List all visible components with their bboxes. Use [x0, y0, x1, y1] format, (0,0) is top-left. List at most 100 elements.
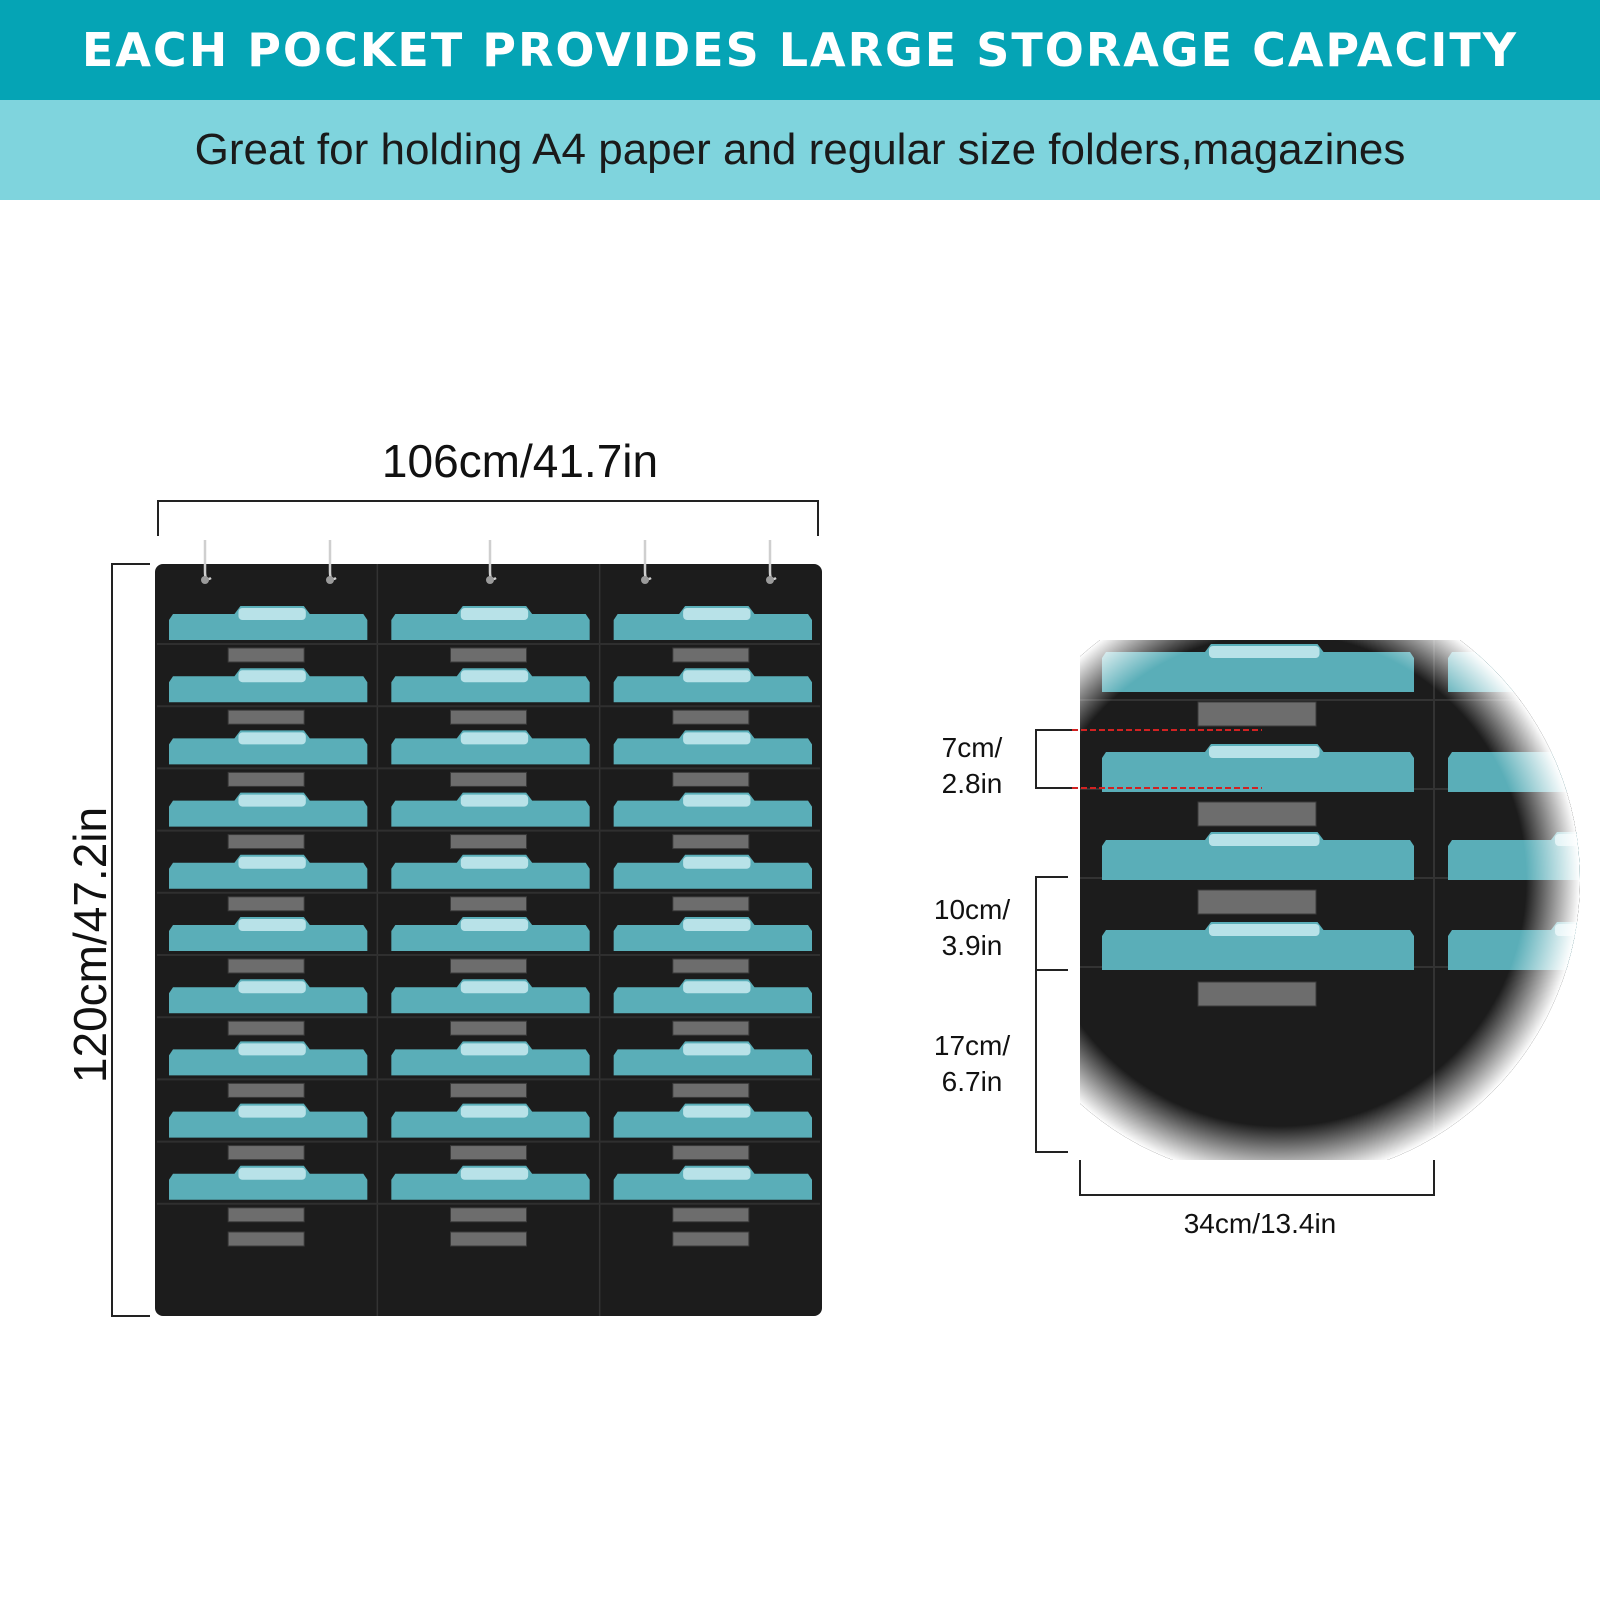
file-folder	[613, 1165, 812, 1200]
label-holder	[450, 834, 527, 850]
file-folder	[613, 1041, 812, 1076]
label-holder	[450, 771, 527, 787]
file-folder	[613, 668, 812, 703]
file-folder	[169, 917, 368, 951]
label-holder	[672, 1020, 750, 1036]
pocket-gap-label: 7cm/ 2.8in	[941, 732, 1003, 799]
pocket-gap-bracket	[1035, 729, 1072, 789]
label-holder	[672, 958, 750, 974]
label-holder	[227, 1207, 305, 1223]
page-title: EACH POCKET PROVIDES LARGE STORAGE CAPAC…	[81, 23, 1519, 77]
label-holder	[227, 896, 305, 912]
label-holder	[227, 709, 305, 725]
label-holder	[227, 647, 305, 663]
folder-tab	[238, 919, 306, 931]
folder-tab	[238, 732, 306, 745]
file-folder	[169, 854, 368, 889]
hanging-hooks	[201, 540, 777, 584]
file-folder	[391, 606, 590, 640]
folder-tab	[683, 981, 751, 994]
folder-tab	[238, 1167, 306, 1180]
file-folder	[391, 979, 590, 1014]
width-dimension-bracket	[157, 500, 819, 536]
height-dimension-bracket	[111, 563, 150, 1317]
height-label: 120cm/47.2in	[64, 806, 116, 1084]
file-folder	[391, 792, 590, 827]
file-folder	[391, 854, 590, 889]
grommet-icon	[326, 576, 334, 584]
label-holder	[672, 1082, 750, 1098]
folder-tab	[460, 732, 529, 745]
folder-tab	[460, 1167, 529, 1180]
folder-tab	[683, 794, 751, 807]
file-folder	[391, 730, 590, 765]
file-folder	[613, 1103, 812, 1138]
label-holder	[450, 1082, 527, 1098]
label-holder	[227, 771, 305, 787]
file-folder	[169, 1165, 368, 1200]
grommet-icon	[201, 576, 209, 584]
file-folder	[613, 792, 812, 827]
pocket-depth-label: 10cm/ 3.9in	[933, 894, 1011, 961]
label-holder	[672, 896, 750, 912]
folder-tab	[238, 981, 306, 994]
label-holder	[450, 958, 527, 974]
label-holder	[227, 1082, 305, 1098]
file-folder	[391, 1165, 590, 1200]
grommet-icon	[486, 576, 494, 584]
folder-tab	[238, 1043, 306, 1056]
folder-tab	[683, 1167, 751, 1180]
label-holder	[450, 896, 527, 912]
file-folder	[169, 792, 368, 827]
file-folder	[169, 730, 368, 765]
folder-tab	[460, 670, 529, 683]
label-holder	[450, 1207, 527, 1223]
grommet-icon	[641, 576, 649, 584]
folder-tab	[683, 1043, 751, 1056]
file-folder	[169, 668, 368, 703]
label-holder	[450, 1145, 527, 1161]
file-folder	[169, 1041, 368, 1076]
folder-tab	[683, 919, 751, 931]
folder-tab	[238, 670, 306, 683]
label-holder	[227, 958, 305, 974]
pocket-width-label: 34cm/13.4in	[1183, 1208, 1337, 1239]
file-folder	[613, 854, 812, 889]
label-holder	[227, 1231, 305, 1247]
pocket-width-bracket	[1079, 1160, 1435, 1196]
folder-tab	[238, 794, 306, 807]
folder-tab	[683, 732, 751, 745]
folder-tab	[683, 608, 751, 620]
file-folder	[391, 1103, 590, 1138]
file-folder	[391, 668, 590, 703]
folder-tab	[238, 856, 306, 869]
pocket-organizer	[155, 540, 822, 1316]
file-folder	[391, 917, 590, 951]
folder-tab	[683, 670, 751, 683]
file-folder	[169, 1103, 368, 1138]
label-holder	[672, 1207, 750, 1223]
file-folder	[613, 730, 812, 765]
title-banner: EACH POCKET PROVIDES LARGE STORAGE CAPAC…	[0, 0, 1600, 100]
folder-tab	[460, 794, 529, 807]
label-holder	[450, 1231, 527, 1247]
bottom-pocket-label: 17cm/ 6.7in	[933, 1030, 1011, 1097]
folder-tab	[460, 856, 529, 869]
label-holder	[672, 1231, 750, 1247]
folder-tab	[460, 1043, 529, 1056]
label-holder	[672, 709, 750, 725]
label-holder	[672, 834, 750, 850]
file-folder	[169, 606, 368, 640]
folder-tab	[460, 919, 529, 931]
folder-tab	[683, 1105, 751, 1118]
folder-tab	[238, 1105, 306, 1118]
label-holder	[450, 647, 527, 663]
label-holder	[227, 1020, 305, 1036]
file-folder	[391, 1041, 590, 1076]
folder-tab	[238, 608, 306, 620]
page-subtitle: Great for holding A4 paper and regular s…	[194, 125, 1406, 174]
label-holder	[450, 709, 527, 725]
folder-tab	[683, 856, 751, 869]
grommet-icon	[766, 576, 774, 584]
